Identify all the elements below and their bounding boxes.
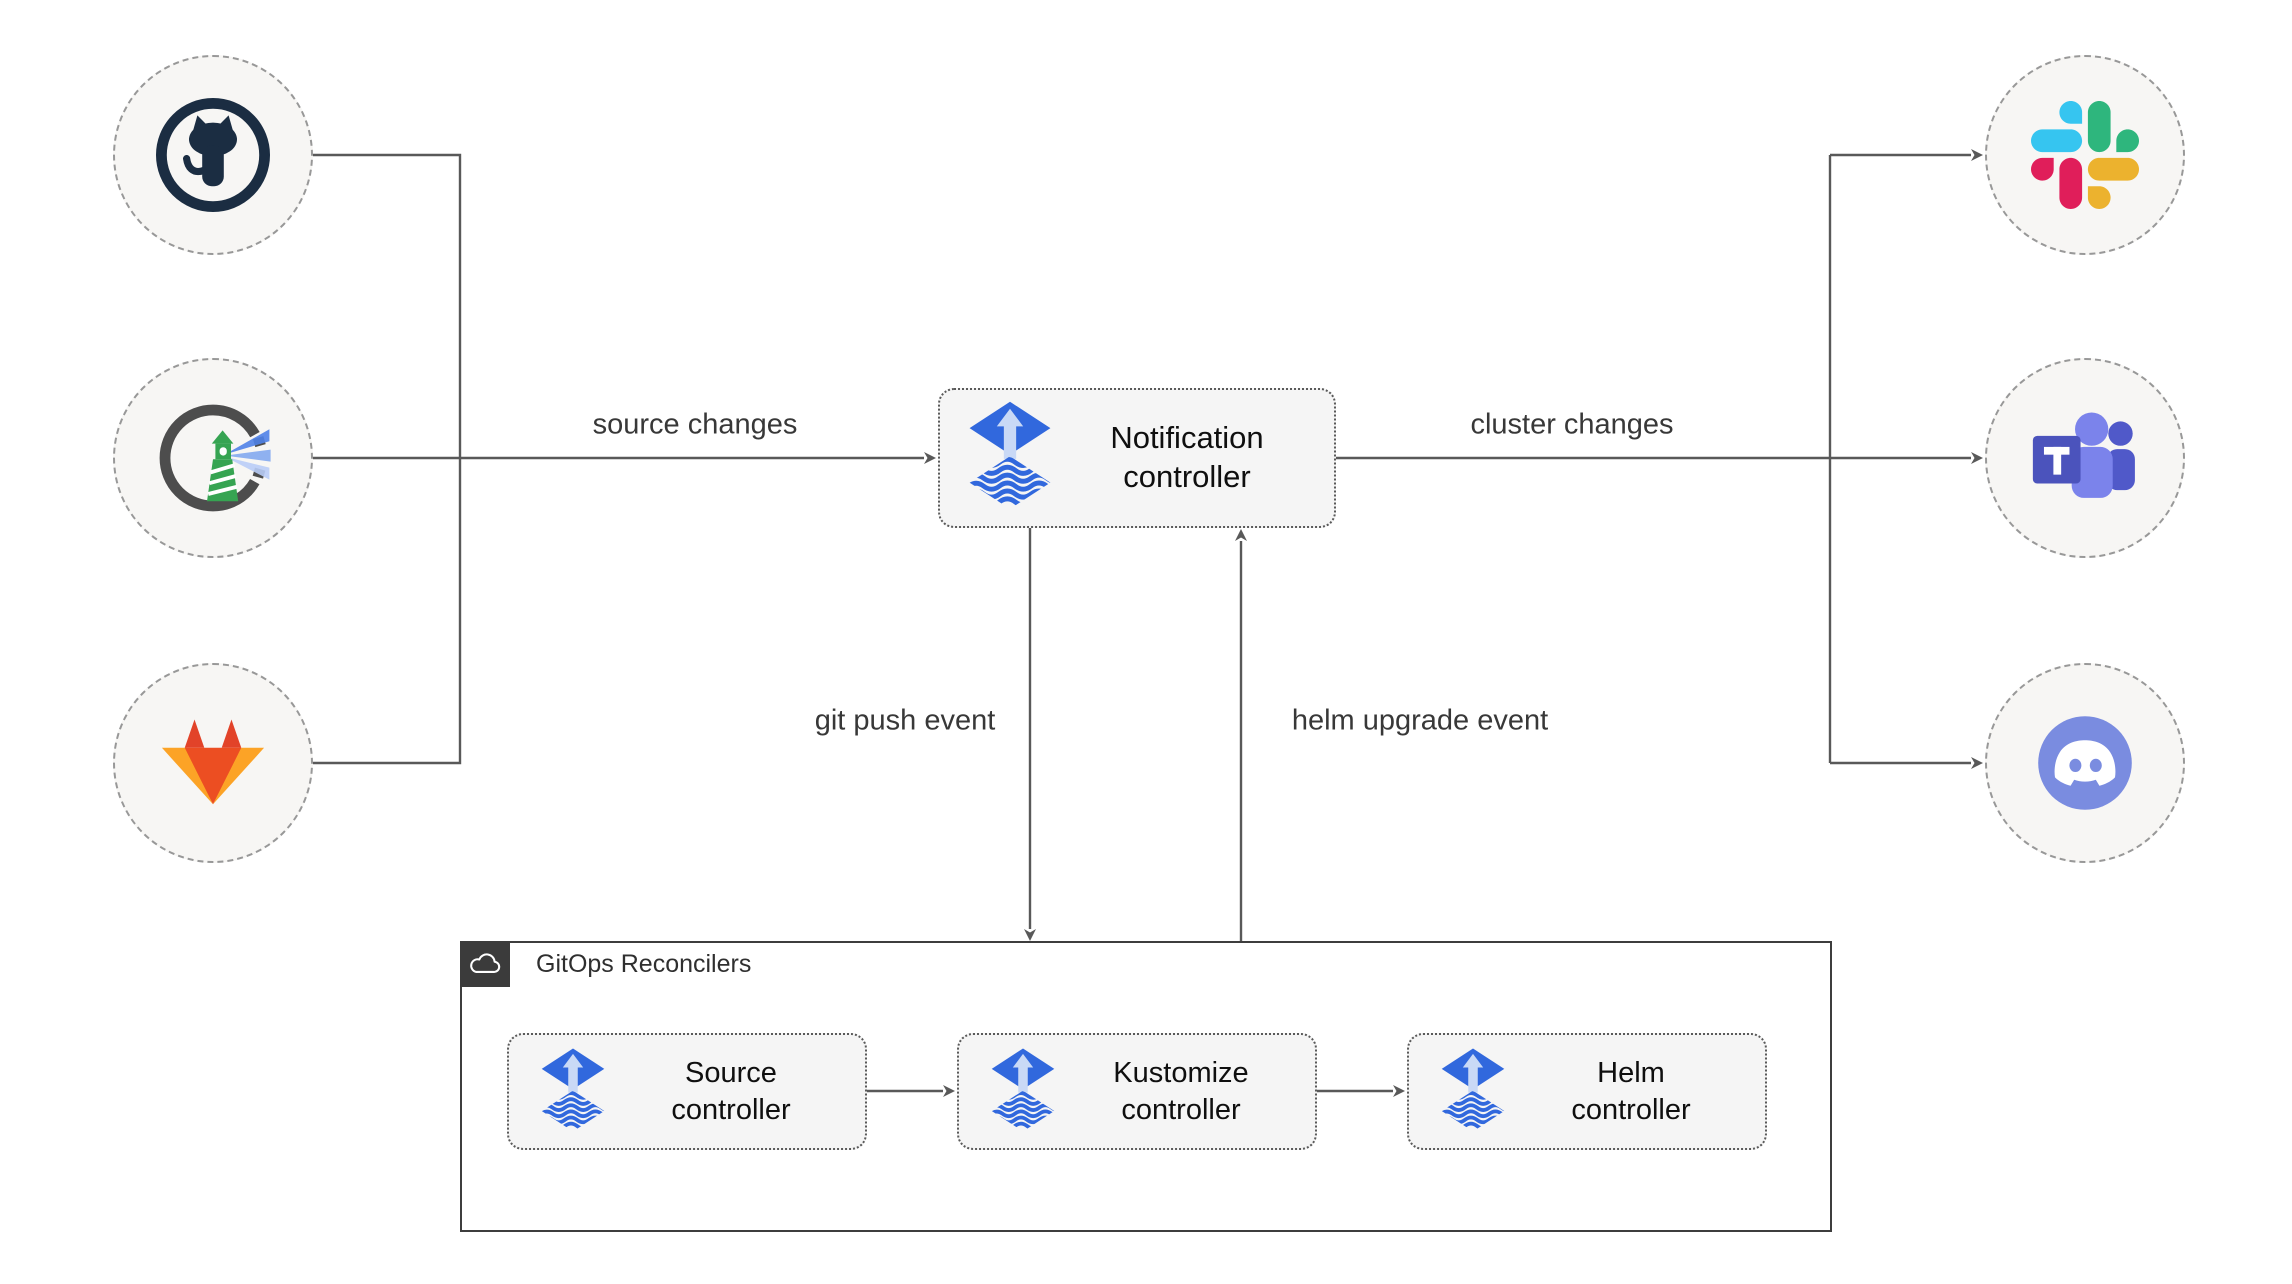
git-push-event-label: git push event [810,703,1000,739]
flux-icon [1439,1047,1507,1137]
notification-controller-label: Notification controller [1110,420,1264,494]
edge-left-junction [313,153,462,765]
slack-node [1985,55,2185,255]
gitlab-node [113,663,313,863]
github-node [113,55,313,255]
source-controller-label: Source controller [671,1057,791,1126]
helm-controller-label: Helm controller [1571,1057,1691,1126]
flux-icon [966,400,1054,516]
cloud-icon [470,953,501,973]
harbor-icon [159,404,271,512]
kustomize-controller-label: Kustomize controller [1113,1057,1249,1126]
discord-node [1985,663,2185,863]
gitlab-icon [161,719,265,805]
cloud-badge [460,941,510,987]
container-title: GitOps Reconcilers [536,950,752,978]
kustomize-controller-node: Kustomize controller [957,1033,1317,1150]
teams-node [1985,358,2185,558]
source-controller-node: Source controller [507,1033,867,1150]
notification-controller-node: Notification controller [938,388,1336,528]
cluster-changes-label: cluster changes [1466,407,1678,443]
flux-icon [989,1047,1057,1137]
helm-controller-node: Helm controller [1407,1033,1767,1150]
github-icon [156,98,270,212]
discord-icon [2038,716,2132,810]
helm-upgrade-event-label: helm upgrade event [1287,703,1553,739]
harbor-node [113,358,313,558]
flux-icon [539,1047,607,1137]
source-changes-label: source changes [588,407,802,443]
microsoft-teams-icon [2032,412,2135,498]
slack-icon [2031,101,2139,209]
